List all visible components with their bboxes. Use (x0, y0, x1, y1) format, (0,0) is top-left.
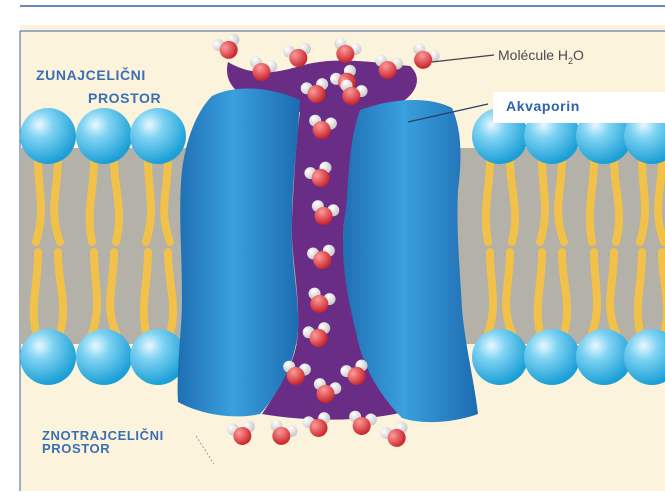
lipid-tail-icon (614, 160, 619, 242)
water-molecule-label: Molécule H2O (498, 47, 584, 66)
lipid-tail-icon (114, 160, 119, 242)
lipid-head-icon (576, 329, 632, 385)
lipid-tail-icon (58, 252, 63, 333)
lipid-head-icon (76, 329, 132, 385)
lipid-tail-icon (540, 160, 545, 242)
aquaporin-label: Akvaporin (506, 98, 580, 115)
lipid-tail-icon (638, 252, 642, 333)
lipid-head-icon (130, 329, 186, 385)
lipid-tail-icon (36, 160, 41, 242)
lipid-tail-icon (168, 252, 173, 333)
lipid-head-icon (20, 329, 76, 385)
lipid-head-icon (76, 108, 132, 164)
lipid-tail-icon (510, 160, 515, 242)
aquaporin-protein-left (178, 88, 300, 416)
lipid-head-icon (130, 108, 186, 164)
lipid-tail-icon (146, 160, 151, 242)
lipid-tail-icon (538, 252, 542, 333)
lipid-tail-icon (590, 160, 594, 242)
intracellular-label-line2: PROSTOR (42, 442, 110, 456)
lipid-head-icon (20, 108, 76, 164)
water-label-prefix: Molécule H (498, 47, 568, 63)
lipid-tail-icon (640, 160, 645, 242)
lipid-tail-icon (144, 252, 148, 333)
lipid-tail-icon (592, 252, 597, 333)
lipid-head-icon (524, 329, 580, 385)
lipid-tail-icon (562, 252, 567, 333)
lipid-tail-icon (92, 252, 97, 333)
lipid-tail-icon (486, 160, 490, 242)
lipid-tail-icon (488, 252, 493, 333)
extracellular-label-line2: PROSTOR (88, 90, 161, 107)
water-label-suffix: O (573, 47, 584, 63)
lipid-tail-icon (90, 160, 94, 242)
extracellular-label-line1: ZUNAJCELIČNI (36, 67, 146, 84)
lipid-head-icon (472, 329, 528, 385)
lipid-tail-icon (34, 252, 38, 333)
